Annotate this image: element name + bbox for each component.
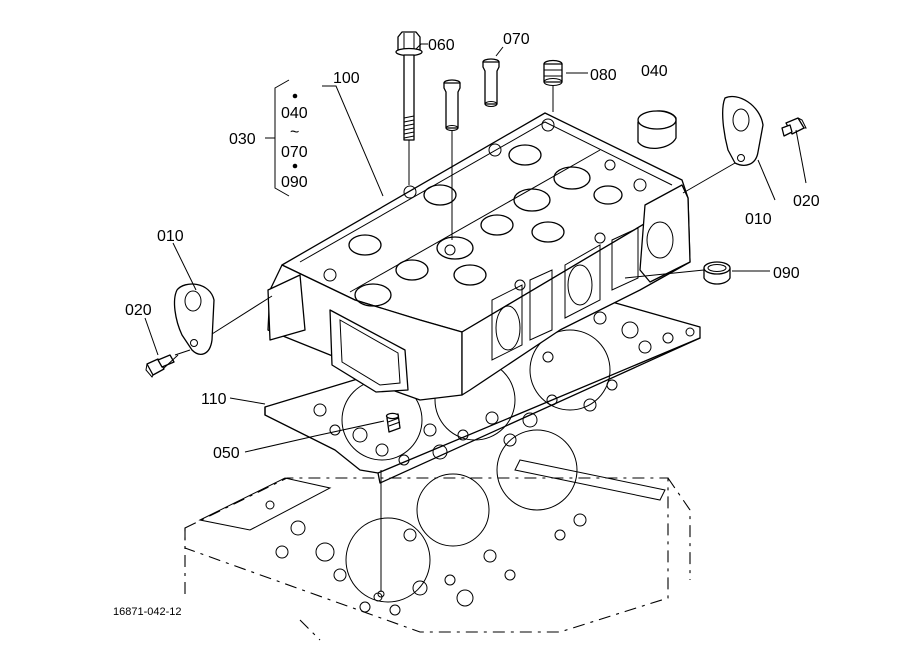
label-020-right: 020 bbox=[793, 193, 820, 210]
label-040: 040 bbox=[641, 63, 668, 80]
label-range-tilde: ~ bbox=[290, 124, 299, 141]
label-030: 030 bbox=[229, 131, 256, 148]
valve-insert bbox=[543, 59, 563, 112]
part-labels: 100 060 070 080 040 030 040 ~ 070 090 02… bbox=[113, 31, 820, 618]
expansion-plug bbox=[637, 110, 677, 149]
crankcase-outline bbox=[184, 429, 691, 641]
hook-bolt-right bbox=[781, 117, 807, 137]
label-090-range: 090 bbox=[281, 174, 308, 191]
label-070: 070 bbox=[503, 31, 530, 48]
head-bolt bbox=[395, 31, 423, 185]
dowel-pin bbox=[385, 412, 401, 433]
label-110: 110 bbox=[201, 391, 227, 408]
hook-bolt-left bbox=[145, 354, 175, 378]
valve-guide-short bbox=[482, 58, 500, 107]
lifting-hook-left bbox=[173, 283, 215, 355]
label-010-left: 010 bbox=[157, 228, 184, 245]
label-080: 080 bbox=[590, 67, 617, 84]
label-060: 060 bbox=[428, 37, 455, 54]
cylinder-head bbox=[267, 112, 691, 401]
cup-plug bbox=[703, 261, 731, 285]
label-040-range: 040 bbox=[281, 105, 308, 122]
valve-guide-long bbox=[443, 79, 461, 240]
lifting-hook-right bbox=[722, 95, 764, 166]
drawing-code: 16871-042-12 bbox=[113, 606, 182, 618]
range-bracket bbox=[265, 79, 298, 197]
label-020-left: 020 bbox=[125, 302, 152, 319]
label-050: 050 bbox=[213, 445, 240, 462]
label-070-range: 070 bbox=[281, 144, 308, 161]
head-gasket bbox=[264, 301, 701, 484]
leader-lines bbox=[144, 43, 807, 598]
label-100: 100 bbox=[333, 70, 360, 87]
label-090: 090 bbox=[773, 265, 800, 282]
label-010-right: 010 bbox=[745, 211, 772, 228]
